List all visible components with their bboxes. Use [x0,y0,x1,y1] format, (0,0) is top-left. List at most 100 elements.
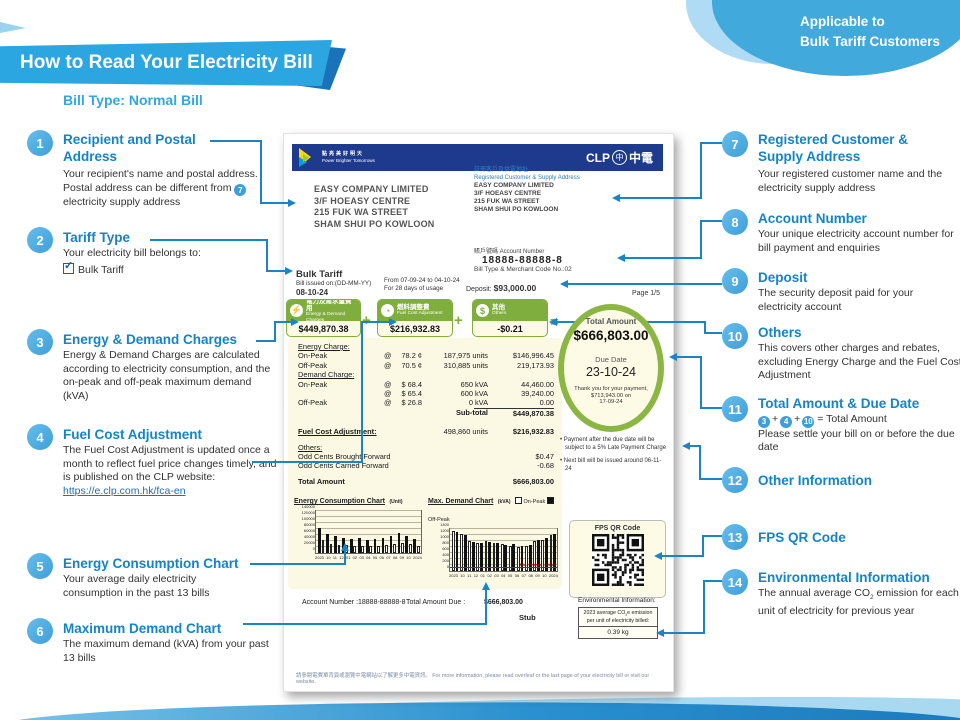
corner-badge: Applicable to Bulk Tariff Customers [800,12,960,52]
arrow-10-icon [549,318,557,326]
callout-3-body: Energy & Demand Charges are calculated a… [63,349,271,402]
callout-10-body: This covers other charges and rebates, e… [758,342,960,381]
connector-14 [703,580,722,582]
badge-10-icon: 10 [802,415,815,428]
brand-tagline: 點亮美好明天 Power Brighter Tomorrows [322,151,375,163]
account-number-block: 賬戶號碼 Account Number 18888-88888-8 Bill T… [474,249,572,273]
connector-10 [704,332,722,334]
plus-sign: + [454,312,463,329]
total-amount-oval: Total Amount $666,803.00 Due Date 23-10-… [558,304,664,432]
env-info-desc: 2023 average CO2e emission per unit of e… [579,608,657,628]
connector-5 [250,563,346,565]
billing-period: From 07-09-24 to 04-10-24 [384,277,460,284]
fps-qr-code-icon [591,534,644,586]
callout-2-number: 2 [27,227,53,253]
callout-5-number: 5 [27,553,53,579]
max-demand-chart: Max. Demand Chart (kVA) On-Peak Off-Peak… [428,496,558,578]
callout-3-number: 3 [27,329,53,355]
badge-7-icon: 7 [234,184,247,197]
callout-12-title: Other Information [758,473,872,488]
gauge-icon: ◔ [381,304,394,317]
connector-4 [252,461,363,463]
tariff-type: Bulk Tariff [296,269,343,280]
connector-2 [150,239,268,241]
arrow-2-icon [285,267,293,275]
arrow-13-icon [654,552,662,560]
charges-table: Energy Charge:On-Peak@78.2 ¢187,975 unit… [298,342,554,486]
callout-14-body: The annual average CO2 emission for each… [758,587,959,617]
issued-label: Bill issued on:(DD-MM-YY) [296,280,372,287]
callout-10-number: 10 [722,323,748,349]
stub-due-label: Total Amount Due : [406,599,466,606]
callout-9-body: The security deposit paid for your elect… [758,287,914,313]
badge-3-icon: 3 [758,415,770,428]
callout-10-title: Others [758,325,802,340]
stub-label: Stub [519,613,536,622]
callout-8-body: Your unique electricity account number f… [758,228,954,254]
callout-6-body: The maximum demand (kVA) from your past … [63,638,269,664]
connector-7 [700,142,722,144]
stub-amount: $666,803.00 [484,599,523,606]
callout-7-number: 7 [722,131,748,157]
page-title: How to Read Your Electricity Bill [20,52,313,73]
arrow-11-icon [669,353,677,361]
clp-logo: CLP 中 中電 [585,150,653,165]
callout-11-body: 3+4+10 = Total Amount Please settle your… [758,413,960,455]
callout-8-number: 8 [722,209,748,235]
arrow-4-icon [389,318,397,326]
checkbox-icon [63,260,74,274]
charges-panel [288,338,562,589]
bill-type-subtitle: Bill Type: Normal Bill [63,92,203,108]
callout-2-body: Your electricity bill belongs to: Bulk T… [63,247,273,277]
bill-document: 點亮美好明天 Power Brighter Tomorrows CLP 中 中電… [283,133,674,692]
callout-14-number: 14 [722,569,748,595]
connector-6 [243,623,487,625]
others-value: -$0.21 [497,324,523,334]
connector-12 [699,478,722,480]
stub-account-number: 18888-88888-8 [358,599,406,606]
fps-qr-box: FPS QR Code [569,520,666,598]
callout-13-title: FPS QR Code [758,530,846,545]
stub-account-label: Account Number : [302,599,359,606]
env-info-table: 2023 average CO2e emission per unit of e… [578,607,658,640]
on-peak-legend-icon [514,496,522,504]
callout-4-body: The Fuel Cost Adjustment is updated once… [63,444,277,497]
arrow-7-icon [612,194,620,202]
callout-13-number: 13 [722,524,748,550]
banner-sliver-shape [0,22,26,33]
due-date-value: 23-10-24 [585,365,637,379]
chart-legend: On-Peak Off-Peak [428,496,554,523]
callout-6-number: 6 [27,618,53,644]
fuel-cost-value: $216,932.83 [389,324,441,334]
callout-4-title: Fuel Cost Adjustment [63,427,203,442]
env-info-value: 0.39 kg [607,629,629,637]
arrow-6-icon [482,582,490,590]
callout-1-number: 1 [27,130,53,156]
off-peak-legend-icon [546,496,554,504]
total-formula: 3+4+10 = Total Amount [758,413,960,428]
fca-link[interactable]: https://e.clp.com.hk/fca-en [63,484,186,497]
arrow-3-icon [291,318,299,326]
env-info-title: Environmental Information: [578,597,656,604]
usage-days: For 28 days of usage [384,285,444,292]
deposit-value: $93,000.00 [493,283,537,293]
connector-1 [210,140,262,142]
registered-address-block: 註冊客戶及供電地址 Registered Customer & Supply A… [474,167,580,213]
callout-14-title: Environmental Information [758,570,930,585]
issued-date: 08-10-24 [296,288,329,297]
clp-brand-icon [299,148,313,167]
arrow-12-icon [682,442,690,450]
callout-11-number: 11 [722,396,748,422]
callout-7-body: Your registered customer name and the el… [758,168,943,194]
connector-11 [700,407,722,409]
connector-8 [700,220,722,222]
plug-icon: ⚡ [290,304,303,317]
callout-11-title: Total Amount & Due Date [758,396,920,411]
other-information-notes: • Payment after the due date will be sub… [560,437,667,472]
summary-box-energy: ⚡ 電力及需求量費用 Energy & Demand Charges $449,… [286,299,361,337]
callout-8-title: Account Number [758,211,867,226]
callout-3-title: Energy & Demand Charges [63,332,238,347]
arrow-1-icon [288,199,296,207]
